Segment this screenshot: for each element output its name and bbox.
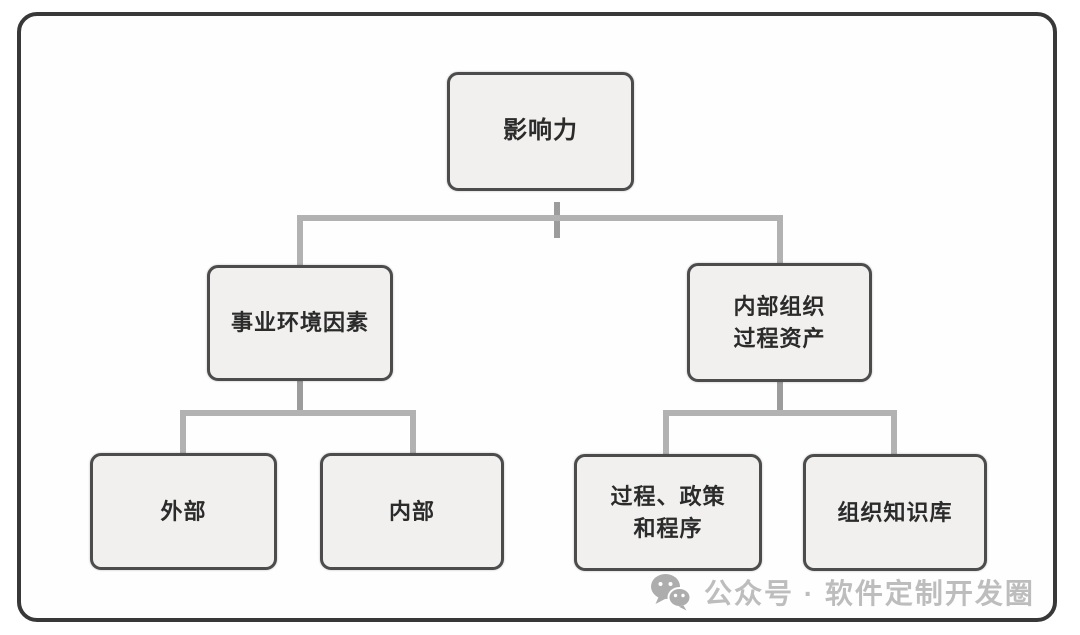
connector-drop-opa [777, 215, 783, 264]
connector-opa-horizontal [663, 410, 897, 416]
node-internal: 内部 [320, 453, 504, 570]
node-external-label: 外部 [160, 498, 207, 524]
connector-opa-stub [777, 382, 783, 416]
connector-drop-internal [410, 410, 416, 453]
node-influence: 影响力 [447, 72, 634, 191]
node-okb-label: 组织知识库 [837, 499, 953, 525]
connector-drop-external [180, 410, 186, 453]
watermark: 公众号 · 软件定制开发圈 [650, 572, 1035, 612]
node-org-knowledge-base: 组织知识库 [803, 454, 987, 571]
outer-frame: 影响力 事业环境因素 内部组织 过程资产 外部 内部 过程、政策 和程序 组织知… [17, 12, 1057, 622]
node-enterprise-environmental-factors: 事业环境因素 [207, 265, 393, 381]
node-external: 外部 [90, 453, 277, 570]
watermark-text: 公众号 · 软件定制开发圈 [704, 578, 1035, 609]
connector-drop-ppp [663, 410, 669, 454]
node-processes-policies-procedures: 过程、政策 和程序 [574, 454, 762, 571]
wechat-icon [651, 574, 692, 611]
connector-drop-okb [891, 410, 897, 454]
node-eef-label: 事业环境因素 [230, 310, 369, 336]
node-opa-label: 内部组织 过程资产 [733, 293, 826, 351]
connector-drop-eef [297, 215, 303, 266]
node-influence-label: 影响力 [503, 117, 578, 145]
node-internal-label: 内部 [388, 498, 435, 524]
node-ppp-label: 过程、政策 和程序 [610, 483, 726, 541]
connector-eef-stub [297, 381, 303, 416]
connector-level1-horizontal [297, 215, 783, 221]
node-organizational-process-assets: 内部组织 过程资产 [687, 263, 872, 382]
connector-eef-horizontal [180, 410, 416, 416]
